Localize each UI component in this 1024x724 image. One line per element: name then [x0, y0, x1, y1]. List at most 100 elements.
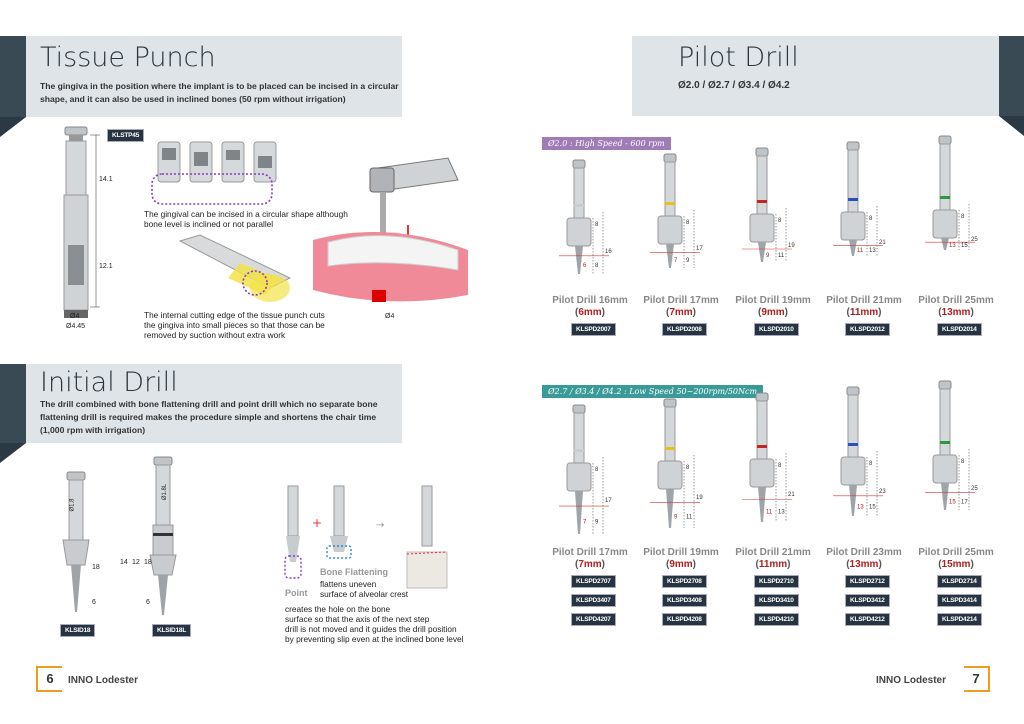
dimension-label: 11 [766, 509, 773, 515]
drill-length: (7mm) [545, 559, 635, 570]
note-line: surface of alveolar crest [320, 589, 409, 599]
product-code: KLSPD4212 [845, 613, 890, 626]
note-line: bone level is inclined or not parallel [144, 219, 274, 229]
drill-length-value: 9mm [669, 559, 693, 570]
drill-shank-head [755, 147, 769, 157]
drill-body [657, 215, 683, 245]
dimension-label: 9 [674, 514, 678, 520]
drill-shaft [939, 388, 951, 456]
dimension-label: 13 [949, 243, 956, 249]
handpiece-jaw-illustration [313, 157, 468, 302]
drill-tip [849, 240, 857, 256]
drill-length: (13mm) [911, 307, 1001, 318]
dimension-label: 8 [961, 214, 965, 220]
drill-tip [758, 242, 766, 262]
drill-length: (11mm) [728, 559, 818, 570]
point-label: Point [285, 588, 308, 598]
note-line: removed by suction without extra work [144, 330, 286, 340]
product-code: KLSID18L [152, 624, 192, 637]
pilot-drill-header [632, 36, 999, 116]
dimension-label: 7 [583, 519, 587, 525]
dimension-label: 6 [146, 599, 150, 606]
product-code: KLSPD4210 [754, 613, 799, 626]
drill-length: (6mm) [545, 307, 635, 318]
initial-drill-long-drawing [149, 456, 177, 615]
depth-ring [848, 443, 858, 446]
drill-length-value: 7mm [669, 307, 693, 318]
dimension-label: 14.1 [99, 176, 113, 183]
paren: ( [574, 307, 579, 318]
tissue-punch-header [26, 36, 402, 117]
paren: ) [787, 559, 791, 570]
paren: ) [601, 307, 606, 318]
paren: ) [601, 559, 606, 570]
drill-tip [941, 483, 949, 510]
product-code: KLSPD2007 [571, 323, 616, 336]
drill-shank-head [938, 135, 952, 145]
product-code: KLSPD2712 [845, 575, 890, 588]
drill-tip [666, 489, 674, 528]
note-line: flattens uneven [320, 579, 377, 589]
drill-shank-head [572, 404, 586, 414]
depth-ring [574, 449, 584, 452]
drill-length-value: 13mm [941, 307, 971, 318]
drill-length-value: 7mm [578, 559, 602, 570]
svg-text:+: + [312, 516, 322, 530]
drill-length: (15mm) [911, 559, 1001, 570]
product-code: KLSPD2714 [937, 575, 982, 588]
drill-tip [849, 485, 857, 516]
dimension-label: 8 [961, 459, 965, 465]
dimension-label: 18 [144, 559, 152, 566]
page-number: 6 [36, 666, 62, 692]
paren: ) [692, 559, 697, 570]
drill-tip [575, 246, 583, 274]
dimension-label: 21 [788, 492, 795, 498]
product-code: KLSPD4214 [937, 613, 982, 626]
note-line: surface so that the axis of the next ste… [285, 614, 430, 624]
bone-flattening-label: Bone Flattening [320, 567, 388, 577]
drill-shank-head [663, 398, 677, 408]
drill-length: (7mm) [636, 307, 726, 318]
depth-ring [665, 202, 675, 205]
dimension-label: 9 [595, 519, 599, 525]
desc-line: flattening drill is required makes the p… [40, 412, 377, 422]
page-tab-fold [0, 443, 26, 463]
drill-shaft [664, 406, 676, 462]
drill-name: Pilot Drill 17mm [552, 547, 628, 558]
depth-ring [757, 445, 767, 448]
desc-line: shape, and it can also be used in inclin… [40, 94, 346, 104]
drill-body [749, 458, 775, 488]
note-line: creates the hole on the bone [285, 604, 391, 614]
depth-ring [574, 204, 584, 207]
dimension-label: 12 [132, 559, 140, 566]
dimension-label: 17 [696, 246, 703, 252]
cutting-edge-note: The internal cutting edge of the tissue … [144, 310, 374, 340]
paren: ( [846, 559, 850, 570]
drill-length: (13mm) [819, 559, 909, 570]
drill-shaft [573, 412, 585, 464]
point-bone-flattening-illustration: + → [284, 485, 448, 589]
dimension-label: 8 [686, 220, 690, 226]
dimension-label: 15 [949, 499, 956, 505]
product-code: KLSPD2707 [571, 575, 616, 588]
drill-length-value: 15mm [941, 559, 971, 570]
paren: ( [846, 307, 850, 318]
circular-incision-note: The gingival can be incised in a circula… [144, 209, 374, 229]
drill-length: (9mm) [728, 307, 818, 318]
punch-tip-views [151, 141, 277, 205]
product-code: KLSPD4208 [662, 613, 707, 626]
dimension-label: 15 [869, 504, 876, 510]
dimension-label: 13 [869, 248, 876, 254]
drill-length-value: 11mm [849, 307, 879, 318]
drill-length-value: 6mm [578, 307, 602, 318]
drill-shaft [664, 161, 676, 217]
dimension-label: 17 [605, 498, 612, 504]
pilot-drill-title: Pilot Drill [678, 42, 799, 73]
note-line: The internal cutting edge of the tissue … [144, 310, 325, 320]
drill-shaft [939, 143, 951, 211]
drill-shank-head [755, 392, 769, 402]
paren: ) [784, 307, 789, 318]
